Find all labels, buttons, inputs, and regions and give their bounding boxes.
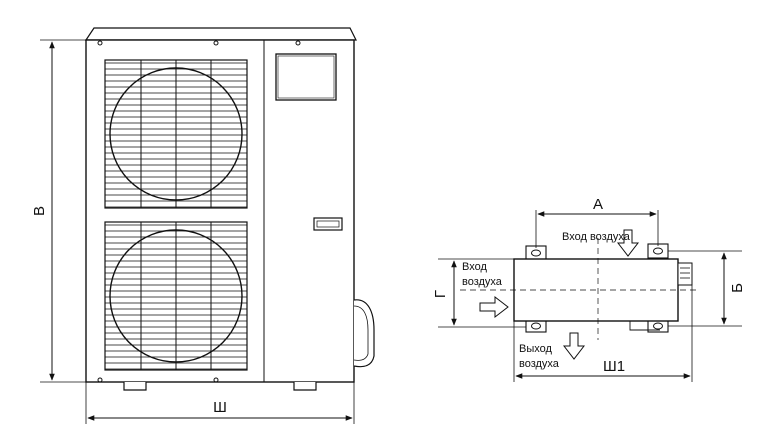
dimension-b-label: Б (729, 283, 746, 293)
width-label: Ш (213, 399, 227, 416)
top-cover (86, 28, 356, 40)
height-label: В (31, 206, 48, 216)
mounting-lug (526, 246, 546, 260)
air-in-left-label-2: воздуха (462, 276, 503, 288)
mounting-lug (526, 320, 546, 332)
pipe-cover (354, 300, 374, 367)
handle (314, 218, 342, 230)
air-in-left-label-1: Вход (462, 261, 487, 273)
dimension-w1-label: Ш1 (603, 358, 625, 375)
air-in-left-arrow (480, 297, 508, 317)
front-view: В Ш (31, 28, 374, 424)
valve-box (678, 263, 692, 285)
access-panel (276, 54, 336, 100)
foot (124, 382, 146, 390)
mounting-lug (648, 244, 668, 258)
lower-fan-grille (105, 222, 247, 370)
top-view: А Б Г Ш1 Вход воздуха Вход воздуха Выход… (432, 196, 746, 382)
air-in-top-label: Вход воздуха (562, 231, 631, 243)
dimension-g-label: Г (432, 290, 449, 298)
dimension-a-label: А (593, 196, 603, 213)
foot (294, 382, 316, 390)
air-out-arrow (564, 333, 584, 359)
air-out-label-1: Выход (519, 343, 552, 355)
air-out-label-2: воздуха (519, 358, 560, 370)
upper-fan-grille (105, 60, 247, 208)
